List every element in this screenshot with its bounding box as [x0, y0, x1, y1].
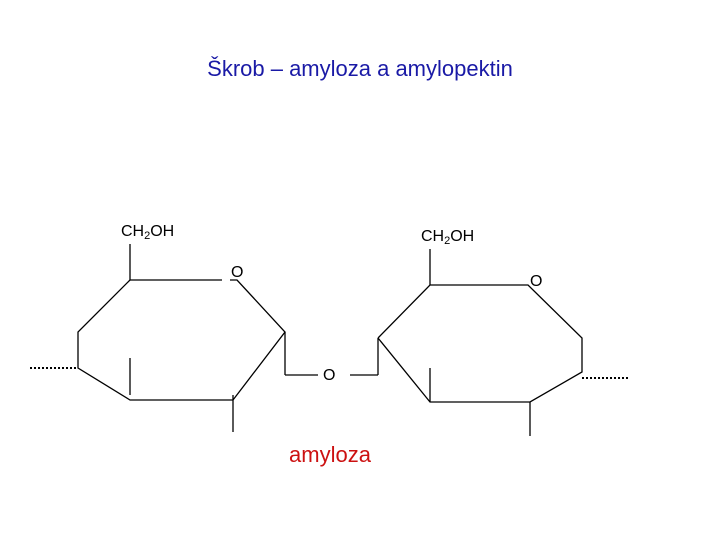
right-ring-bonds: [377, 284, 583, 403]
left-ring-oxygen-label: O: [231, 264, 244, 281]
right-ch2oh-label: CH2OH: [421, 228, 475, 247]
bridge-oxygen-label: O: [323, 367, 336, 384]
left-ch2oh-label: CH2OH: [121, 223, 175, 242]
slide-title: Škrob – amyloza a amylopektin: [207, 56, 513, 81]
left-ring-bonds: [77, 279, 286, 401]
right-ring-oxygen-label: O: [530, 273, 543, 290]
amylose-caption: amyloza: [289, 442, 371, 467]
